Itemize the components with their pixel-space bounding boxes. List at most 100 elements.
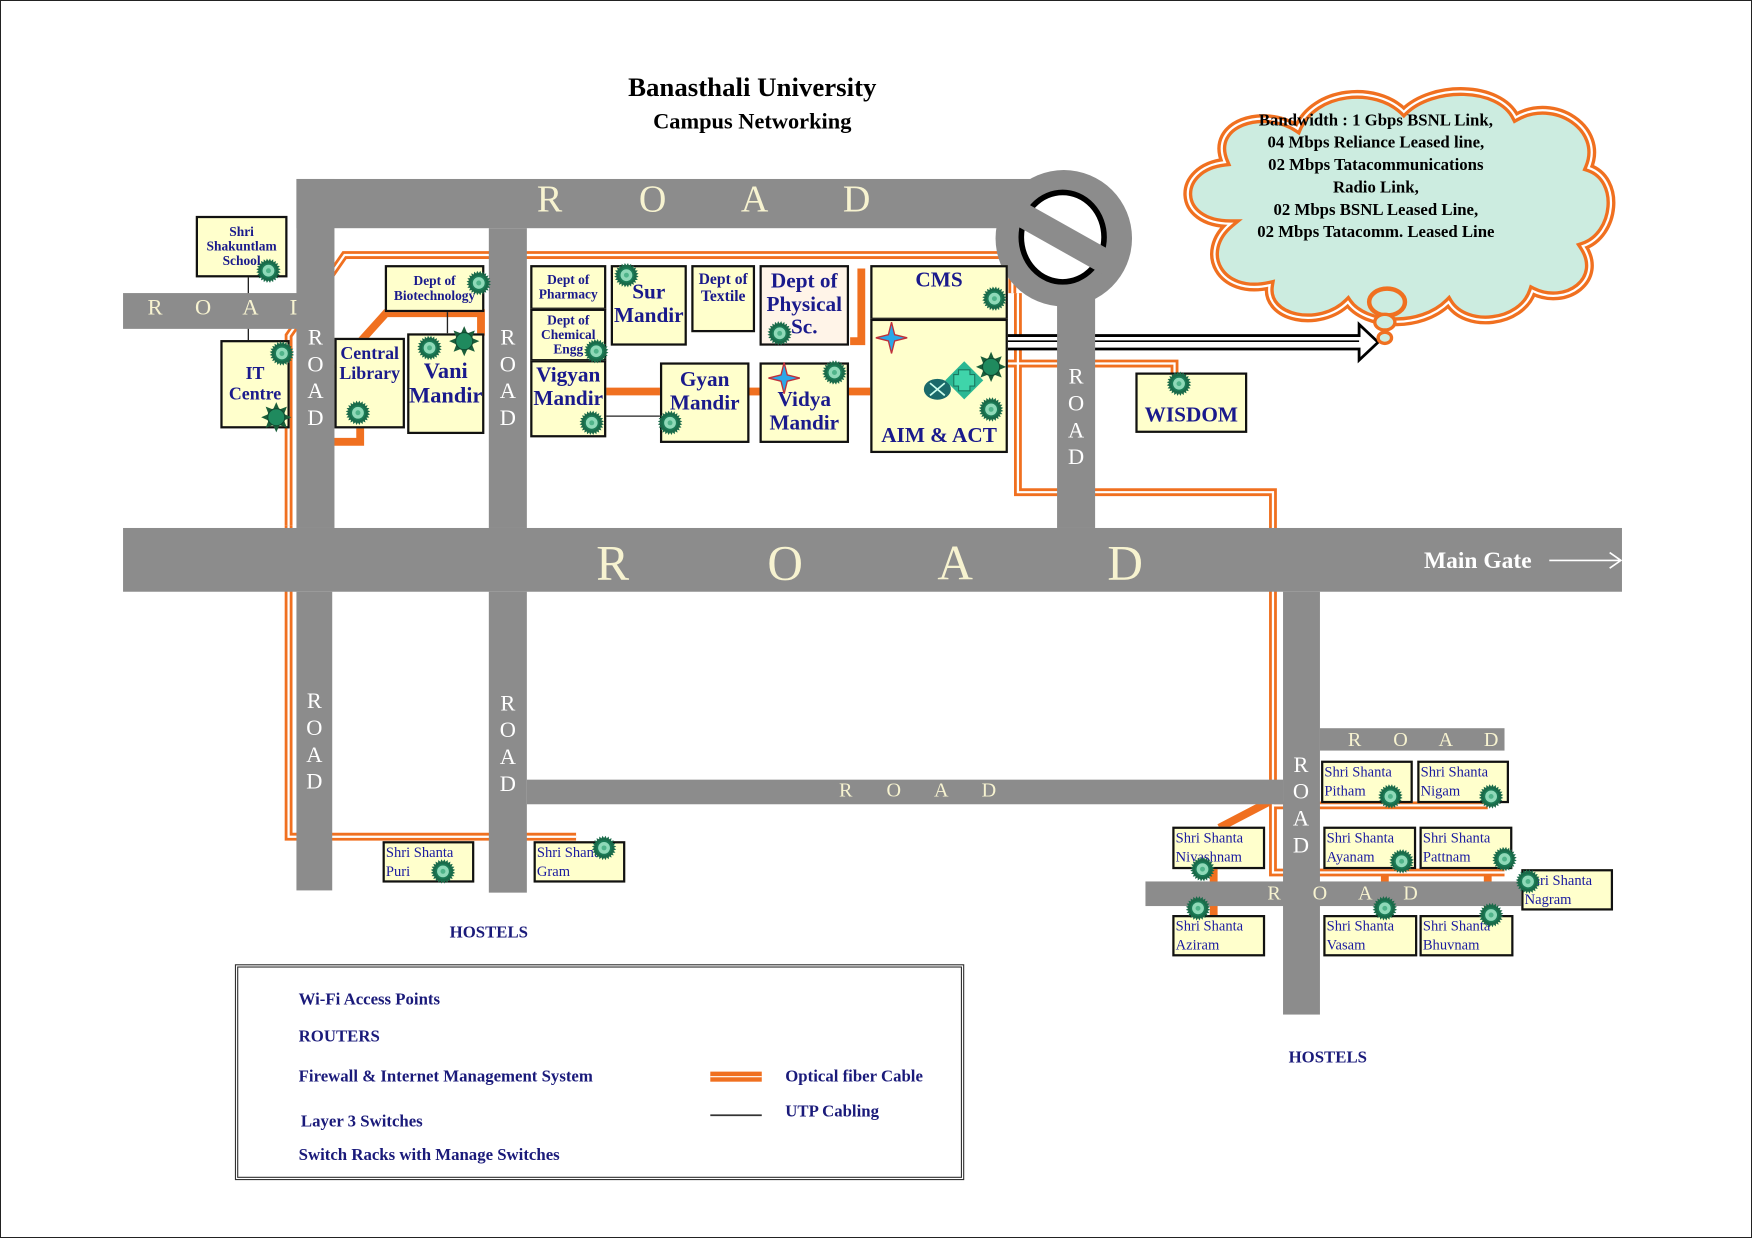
road-main-letter-r: R (596, 535, 630, 591)
bandwidth-cloud (1183, 87, 1616, 346)
road-main (123, 527, 1622, 592)
road-vertical-2-north (488, 228, 527, 528)
road-vertical-3-north (1057, 293, 1096, 528)
layer3-switch-icon (261, 402, 292, 433)
bandwidth-line: 04 Mbps Reliance Leased line, (1267, 134, 1485, 153)
roundabout-icon (995, 170, 1133, 307)
switch-rack-icon (1515, 869, 1541, 894)
switch-rack-icon (466, 270, 491, 296)
fiber-physical (850, 268, 866, 346)
optical-fiber-line-icon (710, 1071, 762, 1082)
switch-rack-icon (1378, 784, 1403, 809)
road-north (296, 178, 1035, 229)
bandwidth-line: Bandwidth : 1 Gbps BSNL Link, (1258, 111, 1493, 130)
switch-rack-icon (982, 286, 1007, 311)
layer3-switch-icon (449, 326, 480, 357)
switch-rack-icon (1185, 896, 1211, 921)
fiber-nivashnam (1217, 796, 1275, 832)
wifi-access-point-icon (768, 362, 800, 394)
legend-label-layer3: Layer 3 Switches (300, 1113, 423, 1131)
legend-label-wifi: Wi-Fi Access Points (298, 991, 441, 1009)
wifi-access-point-icon (875, 321, 908, 354)
diagram-title: Banasthali University (628, 73, 877, 103)
switch-rack-icon (591, 835, 617, 861)
building-dept-pharmacy[interactable]: Dept of Pharmacy (530, 265, 607, 310)
legend-label-switch-racks: Switch Racks with Manage Switches (298, 1146, 560, 1165)
building-vigyan-mandir[interactable]: Vigyan Mandir (530, 360, 607, 438)
switch-rack-icon (345, 400, 371, 425)
switch-rack-icon (1478, 902, 1504, 928)
hostels-label-east: HOSTELS (1288, 1049, 1367, 1068)
switch-rack-icon (1372, 896, 1398, 921)
road-east-upper-label: R O A D (1347, 728, 1512, 751)
road-main-letter-a: A (937, 535, 973, 591)
fiber-library (324, 425, 365, 446)
road-main-letter-d: D (1107, 535, 1143, 591)
switch-rack-icon (614, 262, 639, 288)
switch-rack-icon (430, 859, 456, 884)
legend-label-fiber: Optical fiber Cable (785, 1068, 923, 1087)
road-east-lower (1145, 881, 1522, 907)
bandwidth-line: Radio Link, (1332, 178, 1419, 197)
bandwidth-line: 02 Mbps BSNL Leased Line, (1273, 201, 1479, 220)
road-hostel-link-label: R O A D (838, 778, 1011, 801)
utp-line-icon (710, 1114, 762, 1117)
switch-rack-icon (1492, 846, 1517, 872)
switch-rack-icon (417, 335, 442, 361)
road-east-upper (1319, 728, 1505, 751)
road-north-label: R O A D (536, 178, 904, 221)
switch-rack-icon (978, 397, 1004, 422)
switch-rack-icon (1389, 849, 1414, 874)
building-cms[interactable]: CMS (870, 265, 1008, 320)
bandwidth-line: 02 Mbps Tatacommunications (1268, 156, 1484, 175)
legend-label-utp: UTP Cabling (785, 1102, 879, 1121)
main-gate-label: Main Gate (1423, 546, 1532, 574)
switch-rack-icon (1478, 784, 1504, 809)
switch-rack-icon (767, 321, 792, 346)
bandwidth-text: Bandwidth : 1 Gbps BSNL Link, 04 Mbps Re… (1208, 110, 1544, 244)
legend (234, 964, 965, 1181)
building-central-library[interactable]: Central Library (334, 337, 405, 429)
switch-rack-icon (822, 360, 847, 385)
road-west-spur (123, 293, 303, 329)
legend-label-routers: ROUTERS (298, 1027, 380, 1046)
road-hostel-link (526, 779, 1284, 805)
road-west-spur-label: R O A D (147, 295, 320, 320)
switch-rack-icon (584, 339, 609, 364)
switch-rack-icon (256, 258, 281, 283)
main-gate-arrow-icon (1549, 551, 1623, 569)
bandwidth-line: 02 Mbps Tatacomm. Leased Line (1257, 223, 1495, 242)
switch-rack-icon (1166, 371, 1192, 396)
switch-rack-icon (1190, 856, 1215, 882)
firewall-icon (945, 361, 984, 400)
building-wisdom[interactable]: WISDOM (1135, 372, 1248, 433)
diagram-subtitle: Campus Networking (653, 109, 852, 135)
switch-rack-icon (657, 410, 683, 436)
road-vertical-2-south (488, 591, 527, 893)
road-vertical-1-north (296, 178, 335, 528)
road-vertical-1-south (296, 591, 333, 891)
legend-label-firewall: Firewall & Internet Management System (298, 1068, 593, 1087)
switch-rack-icon (269, 341, 295, 366)
hostels-label-west: HOSTELS (449, 923, 529, 942)
switch-rack-icon (579, 410, 604, 436)
layer3-switch-icon (975, 351, 1007, 383)
road-vertical-east-south (1283, 591, 1320, 1015)
road-main-letter-o: O (767, 535, 803, 591)
building-dept-textile[interactable]: Dept of Textile (691, 265, 756, 333)
router-icon (923, 378, 951, 400)
